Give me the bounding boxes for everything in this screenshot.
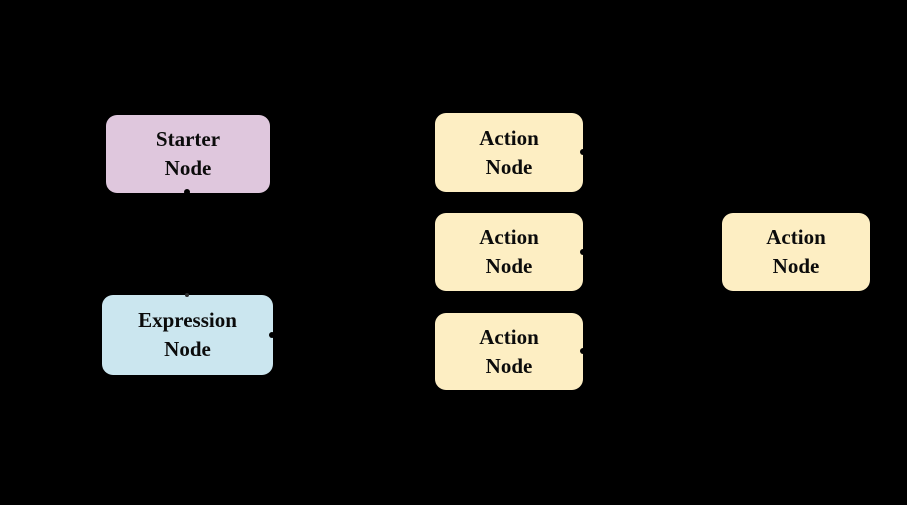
expression-node-label-line1: Expression	[138, 308, 237, 332]
action-node-1: Action Node	[435, 113, 583, 192]
expression-node-input-dot	[185, 293, 189, 297]
action-node-3: Action Node	[435, 313, 583, 390]
starter-node-label-line1: Starter	[155, 127, 221, 151]
action-node-1-output-dot	[580, 149, 586, 155]
action-node-1-label-line1: Action	[479, 125, 539, 150]
action-node-3-label-line2: Node	[485, 353, 533, 378]
starter-node-label-line2: Node	[164, 156, 212, 180]
action-node-3-output-dot	[580, 348, 586, 354]
action-node-2-label-line1: Action	[479, 225, 539, 249]
starter-node-output-dot	[184, 189, 190, 195]
starter-node: Starter Node	[106, 115, 270, 193]
expression-node-label-line2: Node	[164, 337, 211, 361]
action-node-right-label-line1: Action	[766, 225, 826, 249]
action-node-2: Action Node	[435, 213, 583, 291]
action-node-1-label-line2: Node	[485, 154, 533, 179]
action-node-right-label-line2: Node	[772, 254, 820, 278]
action-node-3-label-line1: Action	[479, 324, 539, 349]
action-node-right: Action Node	[722, 213, 870, 291]
expression-node: Expression Node	[102, 295, 273, 375]
expression-node-output-dot	[269, 332, 275, 338]
action-node-2-output-dot	[580, 249, 586, 255]
action-node-2-label-line2: Node	[485, 254, 533, 278]
